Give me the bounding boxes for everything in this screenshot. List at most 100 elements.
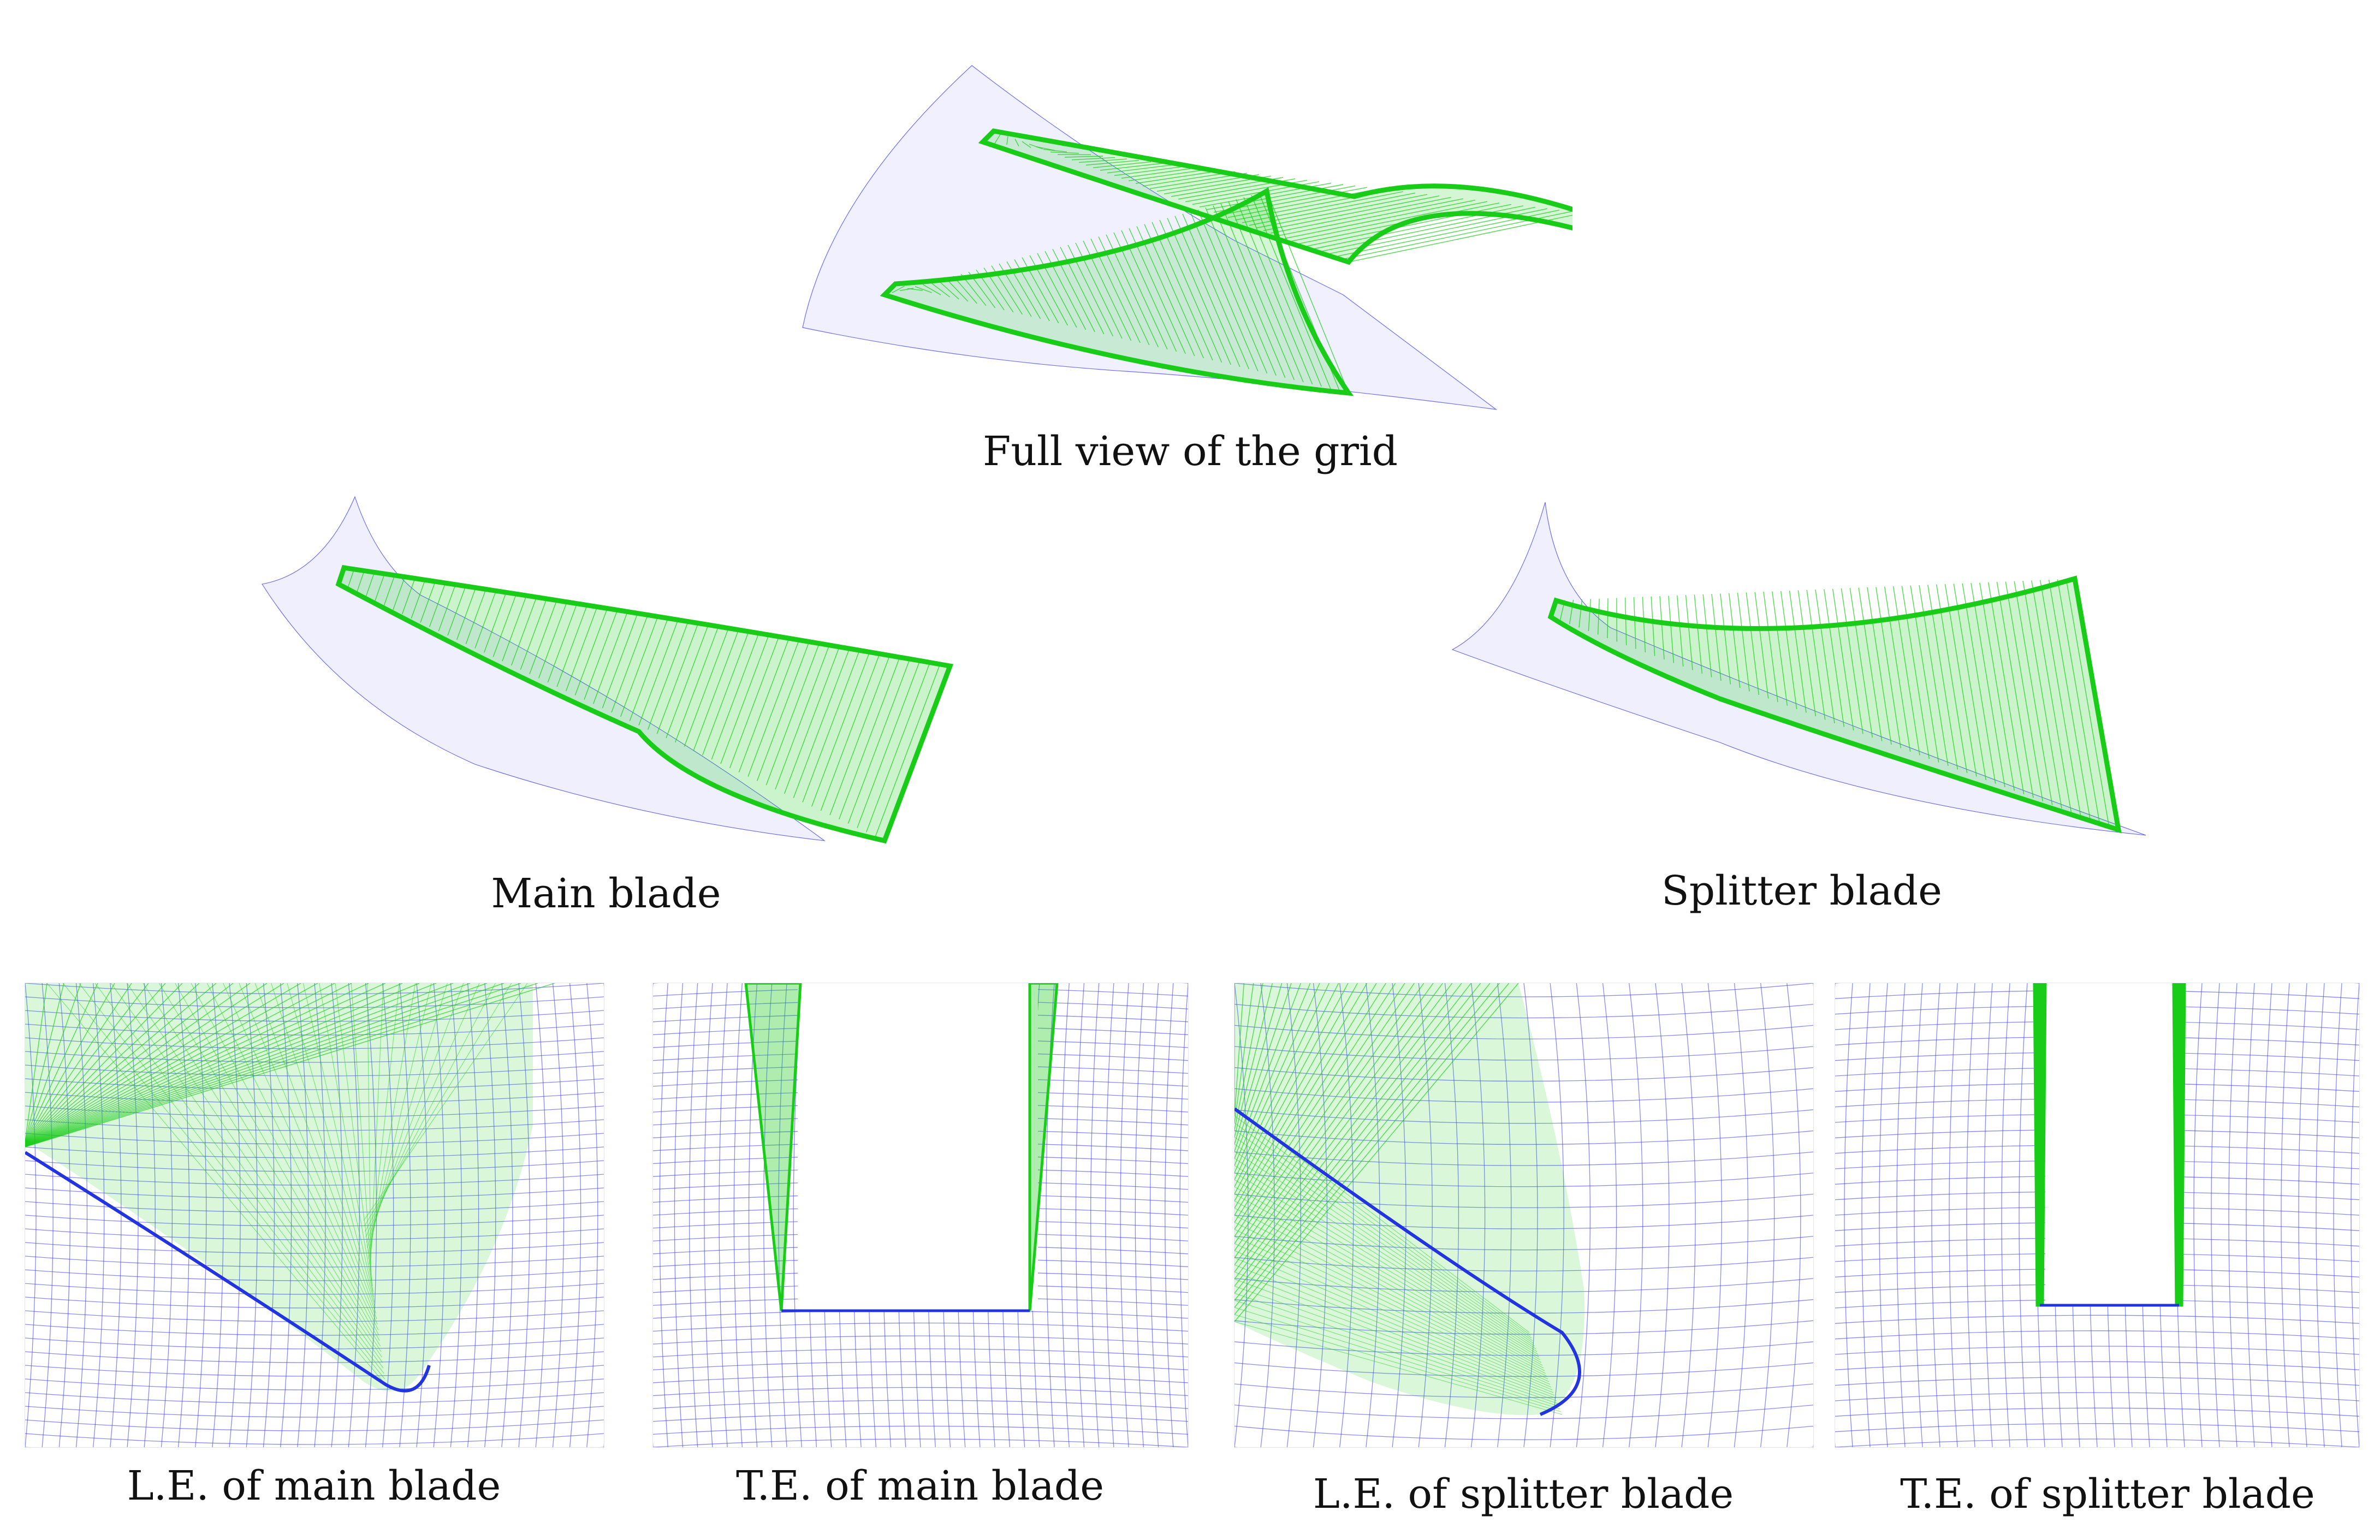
mesh-line (1234, 983, 1349, 1194)
mesh-line (945, 278, 969, 302)
mesh-line (1681, 983, 1696, 1447)
mesh-line (1896, 983, 1906, 1447)
mesh-line (1100, 163, 1164, 171)
mesh-line (1228, 201, 1304, 383)
mesh-line (684, 629, 728, 747)
mesh-line (1234, 1186, 1542, 1363)
mesh-line (1234, 1362, 1813, 1377)
mesh-line (25, 983, 149, 1143)
mesh-line (1142, 171, 1236, 187)
mesh-line (433, 983, 445, 1447)
mesh-line (1205, 207, 1277, 376)
mesh-line (46, 983, 386, 1385)
mesh-line (1234, 983, 1481, 1294)
mesh-line (511, 598, 537, 666)
mesh-line (1107, 164, 1176, 174)
mesh-line (2211, 983, 2220, 1447)
mesh-line (1711, 593, 1722, 681)
mesh-line (25, 983, 217, 1144)
mesh-line (25, 1228, 604, 1240)
mesh-line (1927, 585, 1958, 770)
mesh-line (2333, 983, 2342, 1447)
mesh-line (666, 626, 708, 739)
mesh-line (1185, 180, 1308, 203)
mesh-line (177, 983, 190, 1447)
mesh-line (1418, 983, 1433, 1447)
mesh-line (25, 983, 471, 1146)
mesh-line (763, 983, 773, 1447)
mesh-line (659, 983, 668, 1447)
mesh-line (930, 282, 951, 298)
mesh-line (1651, 596, 1655, 656)
mesh-line (25, 983, 318, 1145)
mesh-line (2263, 983, 2272, 1447)
mesh-line (1234, 983, 1386, 1223)
mesh-line (420, 582, 436, 623)
mesh-line (1987, 582, 2025, 795)
mesh-line (1835, 1346, 2359, 1355)
mesh-line (1071, 157, 1115, 160)
mesh-line (1234, 983, 1283, 1145)
splitter-blade-mesh-lines (1550, 578, 2119, 830)
mesh-line (857, 661, 921, 828)
mesh-line (1152, 222, 1213, 361)
mesh-line (1979, 582, 2015, 791)
mesh-line (25, 1365, 604, 1377)
mesh-line (1444, 983, 1459, 1447)
mesh-line (25, 983, 115, 1143)
mesh-line (1234, 1122, 1532, 1339)
mesh-line (552, 983, 565, 1447)
full-view-splitter-blade (880, 187, 1354, 396)
mesh-line (1165, 983, 1174, 1447)
mesh-line (653, 1413, 1188, 1422)
mesh-line (1341, 211, 1572, 260)
mesh-line (747, 641, 799, 777)
mesh-line (1029, 255, 1069, 326)
mesh-line (1861, 983, 1871, 1447)
mesh-line (1234, 1278, 1813, 1293)
mesh-line (2246, 983, 2255, 1447)
mesh-line (1234, 983, 1491, 1301)
mesh-line (1720, 593, 1731, 685)
mesh-line (1624, 597, 1627, 646)
mesh-line (829, 656, 890, 816)
mesh-line (1263, 195, 1440, 231)
mesh-line (960, 273, 987, 306)
mesh-line (25, 1242, 604, 1254)
mesh-line (62, 983, 385, 1380)
mesh-line (25, 983, 437, 1146)
mesh-line (1234, 983, 1377, 1216)
mesh-line (653, 1335, 1188, 1345)
le-splitter-blade-edge (1234, 1107, 1581, 1416)
mesh-line (1192, 181, 1320, 205)
mesh-line (1234, 1235, 1813, 1251)
mesh-line (1559, 600, 1565, 621)
mesh-line (991, 265, 1023, 315)
mesh-line (1234, 1257, 1553, 1390)
mesh-line (1120, 983, 1129, 1447)
mesh-line (25, 1133, 604, 1145)
te-splitter-blade-view (1835, 983, 2360, 1448)
mesh-line (1135, 983, 1144, 1447)
mesh-line (1220, 203, 1295, 380)
mesh-line (994, 133, 1001, 144)
mesh-line (1014, 139, 1019, 147)
mesh-line (1497, 983, 1512, 1447)
mesh-line (1234, 983, 1339, 1187)
mesh-line (520, 600, 547, 670)
mesh-line (653, 1361, 1188, 1370)
mesh-line (720, 636, 769, 764)
mesh-line (1550, 600, 1557, 617)
mesh-line (1668, 596, 1675, 663)
mesh-line (25, 1146, 604, 1158)
mesh-line (1243, 197, 1322, 387)
mesh-line (1234, 983, 1320, 1173)
mesh-line (474, 592, 496, 649)
mesh-line (25, 1297, 604, 1309)
le-splitter-blade-surface (1234, 983, 1584, 1416)
mesh-line (1270, 197, 1452, 234)
full-view-mesh-lines (884, 130, 1572, 394)
mesh-line (1835, 1392, 2359, 1401)
mesh-line (1197, 209, 1268, 374)
mesh-line (518, 983, 530, 1447)
